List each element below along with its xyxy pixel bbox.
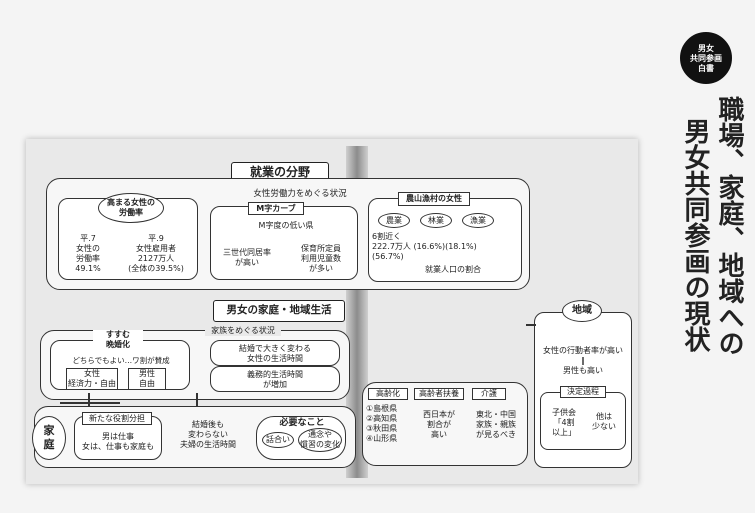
rural-women-stats: 6割近く 222.7万人 (16.6%)(18.1%) (56.7%) xyxy=(372,232,477,261)
aging-col2-text: 西日本が 割合が 高い xyxy=(423,410,455,439)
aging-col2-label: 高齢者扶養 xyxy=(414,388,464,400)
rising-labor-right: 平.9 女性雇用者 2127万人 (全体の39.5%) xyxy=(128,234,184,273)
late-marriage-label: すすむ 晩婚化 xyxy=(93,330,143,350)
rising-labor-label: 高まる女性の 労働率 xyxy=(98,193,164,223)
needed-label: 必要なこと xyxy=(279,418,325,428)
employment-subtitle: 女性労働力をめぐる状況 xyxy=(253,189,347,199)
home-label: 家 庭 xyxy=(32,416,66,460)
aging-col3-label: 介護 xyxy=(472,388,506,400)
after-marriage-text: 結婚後も 変わらない 夫婦の生活時間 xyxy=(180,420,236,449)
m-curve-sub: M字度の低い県 xyxy=(258,221,314,230)
late-marriage-text: どちらでもよい…ワ割が賛成 xyxy=(72,356,170,365)
obligatory-time-box: 義務的生活時間 が増加 xyxy=(210,366,340,392)
rural-women-label: 農山漁村の女性 xyxy=(398,192,470,206)
white-paper-badge: 男女 共同参画 白書 xyxy=(680,32,732,84)
region-label: 地域 xyxy=(562,300,602,322)
aging-col3-text: 東北・中国 家族・親族 が見るべき xyxy=(476,410,516,439)
rural-women-box xyxy=(368,198,522,282)
rising-labor-left: 平.7 女性の 労働率 49.1% xyxy=(75,234,101,273)
m-curve-left: 三世代同居率 が高い xyxy=(223,248,271,267)
title-line-1: 職場、家庭、地域への xyxy=(714,96,744,356)
new-role-label: 新たな役割分担 xyxy=(82,412,152,425)
decision-box xyxy=(540,392,626,450)
decision-right: 他は 少ない xyxy=(592,412,616,431)
title-line-2: 男女共同参画の現状 xyxy=(680,118,710,352)
m-curve-label: M字カーブ xyxy=(248,202,304,215)
region-text: 女性の行動者率が高い ‖ 男性も高い xyxy=(543,346,623,375)
family-heading: 男女の家庭・地域生活 xyxy=(213,300,345,322)
needed-discussion: 話合い xyxy=(262,432,294,448)
new-role-text: 男は仕事 女は、仕事も家庭も xyxy=(82,432,154,451)
region-connector xyxy=(526,324,536,326)
tag-agriculture: 農業 xyxy=(378,213,410,228)
tag-forestry: 林業 xyxy=(420,213,452,228)
decision-label: 決定過程 xyxy=(560,386,606,398)
m-curve-box xyxy=(210,206,358,280)
needed-custom-change: 通念や 慣習の変化 xyxy=(298,428,342,452)
connector-right xyxy=(196,393,198,411)
m-curve-right: 保育所定員 利用児童数 が多い xyxy=(301,244,341,273)
rural-women-note: 就業人口の割合 xyxy=(425,265,481,274)
woman-reason: 女性 経済力・自由 xyxy=(66,368,118,390)
aging-col1-items: ①島根県 ②高知県 ③秋田県 ④山形県 xyxy=(366,404,398,443)
life-time-box: 結婚で大きく変わる 女性の生活時間 xyxy=(210,340,340,366)
aging-col1-label: 高齢化 xyxy=(368,388,408,400)
badge-text: 男女 共同参画 白書 xyxy=(690,44,722,73)
family-subtitle: 家族をめぐる状況 xyxy=(205,326,281,336)
tag-fishery: 漁業 xyxy=(462,213,494,228)
connector-middle xyxy=(60,402,120,404)
man-reason: 男性 自由 xyxy=(128,368,166,390)
decision-left: 子供会 「4割 以上」 xyxy=(552,408,576,437)
